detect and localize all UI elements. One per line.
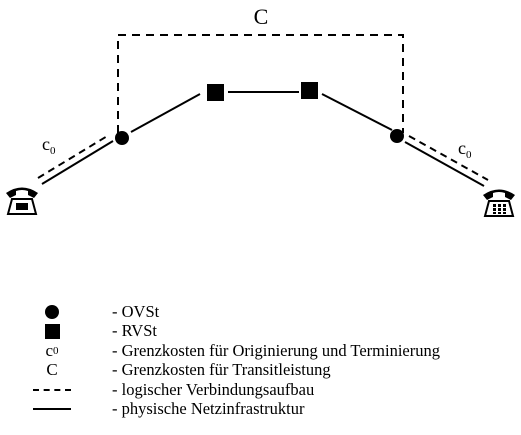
square-icon: [28, 322, 76, 342]
solid-line-icon: [28, 400, 76, 420]
ovst-node-right: [390, 129, 404, 143]
legend-text: - RVSt: [112, 321, 157, 341]
logical-connection-path: [117, 34, 404, 133]
link-rvst-right-ovst-right: [321, 93, 393, 131]
telephone-icon: [483, 189, 515, 217]
circle-icon: [28, 302, 76, 322]
link-ovst-left-rvst-left: [130, 93, 201, 133]
legend-text: - logischer Verbindungsaufbau: [112, 379, 315, 399]
ovst-node-left: [115, 131, 129, 145]
legend-text: - physische Netzinfrastruktur: [112, 399, 305, 419]
access-physical-right: [404, 141, 485, 187]
access-cost-label-left: c0: [42, 134, 56, 157]
telephone-icon: [6, 187, 38, 215]
legend-item-solid: - physische Netzinfrastruktur: [28, 399, 518, 420]
legend-text: - Grenzkosten für Originierung und Termi…: [112, 340, 440, 360]
legend-item-dashed: - logischer Verbindungsaufbau: [28, 380, 518, 400]
legend-text: - OVSt: [112, 301, 160, 321]
legend-item-c: C - Grenzkosten für Transitleistung: [28, 360, 518, 381]
rvst-node-left: [207, 84, 224, 101]
c-symbol: C: [46, 360, 58, 380]
access-logical-left: [37, 134, 110, 179]
rvst-node-right: [301, 82, 318, 99]
legend-text: - Grenzkosten für Transitleistung: [112, 360, 331, 380]
access-logical-right: [408, 135, 489, 181]
transit-cost-label: C: [254, 4, 269, 29]
legend-item-ovst: - OVSt: [28, 302, 518, 322]
legend-item-rvst: - RVSt: [28, 321, 518, 342]
dashed-line-icon: [28, 380, 76, 400]
access-physical-left: [41, 140, 114, 185]
access-cost-label-right: c0: [458, 138, 472, 161]
